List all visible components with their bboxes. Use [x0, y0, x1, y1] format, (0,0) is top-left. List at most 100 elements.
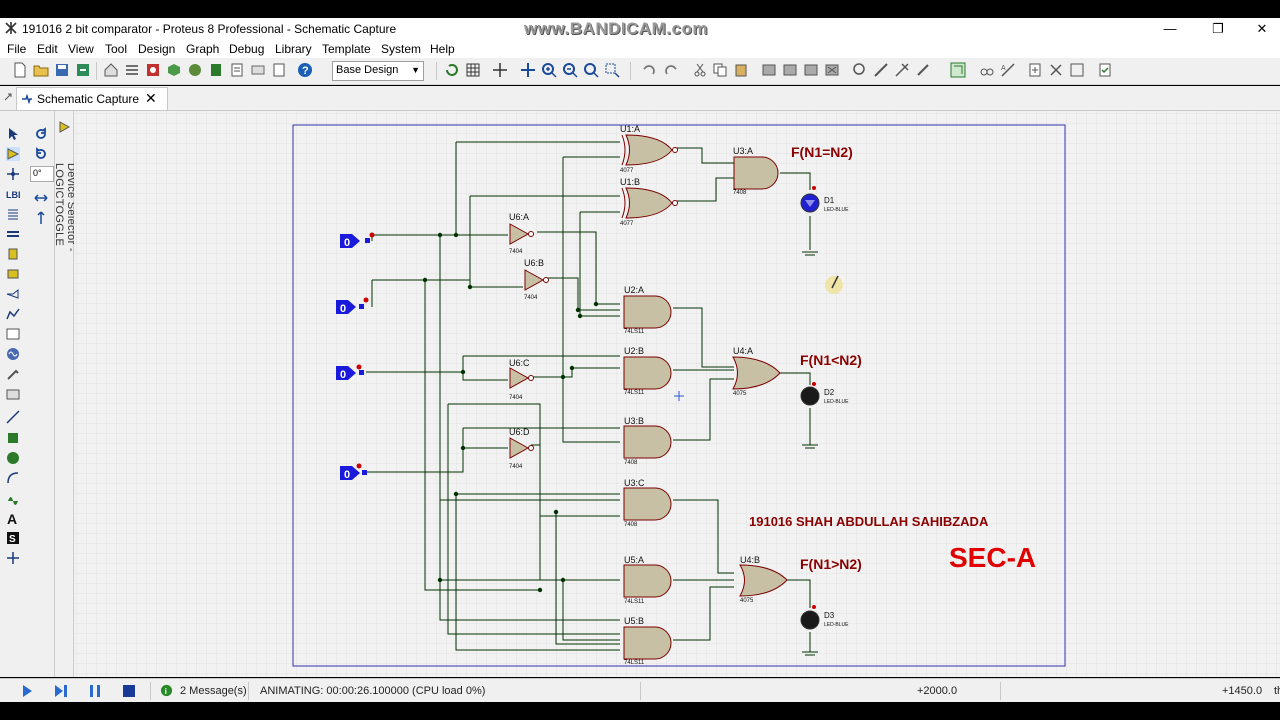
menu-library[interactable]: Library	[275, 42, 312, 56]
mirror-horizontal-icon[interactable]	[34, 191, 48, 205]
pause-icon[interactable]	[88, 684, 102, 698]
zoom-out-icon[interactable]	[562, 62, 578, 78]
text-tool-icon[interactable]: A	[6, 511, 20, 525]
menu-design[interactable]: Design	[138, 42, 176, 56]
gate-u2b-and3[interactable]: U2:B 74LS11	[623, 346, 672, 396]
3d-visualizer-icon[interactable]	[166, 62, 182, 78]
cut-icon[interactable]	[692, 62, 708, 78]
circle-tool-icon[interactable]	[6, 451, 20, 465]
rotate-clockwise-icon[interactable]	[34, 127, 48, 141]
logic-toggle-3[interactable]: 0	[336, 364, 364, 382]
menu-tool[interactable]: Tool	[105, 42, 128, 56]
buses-icon[interactable]	[6, 227, 20, 241]
box-tool-icon[interactable]	[6, 431, 20, 445]
property-assignment-icon[interactable]: A	[1000, 62, 1016, 78]
wire-autorouter-icon[interactable]	[950, 62, 966, 78]
zoom-in-icon[interactable]	[541, 62, 557, 78]
probe-mode-icon[interactable]	[6, 367, 20, 381]
gate-u4b-or[interactable]: U4:B 4075	[739, 555, 788, 604]
block-delete-icon[interactable]	[824, 62, 840, 78]
make-device-icon[interactable]	[873, 62, 889, 78]
paste-icon[interactable]	[733, 62, 749, 78]
design-rule-check-icon[interactable]	[1097, 62, 1113, 78]
gate-u6a-not[interactable]: U6:A 7404	[509, 212, 534, 255]
tab-schematic-capture[interactable]: Schematic Capture ✕	[16, 87, 168, 110]
design-explorer-icon[interactable]	[208, 62, 224, 78]
maximize-button[interactable]: ❐	[1212, 21, 1224, 36]
logic-toggle-4[interactable]: 0	[340, 463, 367, 482]
minimize-button[interactable]: —	[1163, 21, 1177, 36]
menu-file[interactable]: File	[7, 42, 27, 56]
block-copy-icon[interactable]	[761, 62, 777, 78]
junction-dot-icon[interactable]	[6, 167, 20, 181]
symbol-tool-icon[interactable]: S	[6, 531, 20, 545]
source-code-icon[interactable]	[271, 62, 287, 78]
remove-sheet-icon[interactable]	[1048, 62, 1064, 78]
new-sheet-icon[interactable]	[1027, 62, 1043, 78]
led-d2[interactable]: D2 LED-BLUE	[800, 382, 849, 449]
gate-u2a-and3[interactable]: U2:A 74LS11	[623, 285, 672, 335]
gate-u3c-and[interactable]: U3:C 7408	[623, 478, 672, 528]
terminals-icon[interactable]	[6, 267, 20, 281]
device-selector-icon[interactable]	[58, 121, 70, 133]
undo-icon[interactable]	[641, 62, 657, 78]
menu-graph[interactable]: Graph	[186, 42, 220, 56]
gate-u5b-and3[interactable]: U5:B 74LS11	[623, 616, 672, 666]
open-folder-icon[interactable]	[33, 62, 49, 78]
rotate-anticlockwise-icon[interactable]	[34, 147, 48, 161]
close-button[interactable]: ✕	[1256, 21, 1268, 36]
mirror-vertical-icon[interactable]	[34, 211, 48, 225]
schematic-drawing[interactable]: 0 0 0 0	[74, 111, 1280, 677]
menu-debug[interactable]: Debug	[229, 42, 265, 56]
new-file-icon[interactable]	[12, 62, 28, 78]
gate-u1a-xnor[interactable]: U1:A 4077	[620, 124, 678, 174]
design-select[interactable]: Base Design▼	[332, 61, 424, 81]
gate-u6b-not[interactable]: U6:B 7404	[524, 258, 549, 301]
menu-view[interactable]: View	[68, 42, 94, 56]
device-selector-panel[interactable]: Device Selector - LOGICTOGGLE	[53, 111, 77, 677]
menu-edit[interactable]: Edit	[37, 42, 58, 56]
refresh-icon[interactable]	[444, 62, 460, 78]
info-icon[interactable]: i	[160, 684, 173, 697]
pick-device-icon[interactable]	[852, 62, 868, 78]
origin-icon[interactable]	[492, 62, 508, 78]
menu-template[interactable]: Template	[322, 42, 371, 56]
save-icon[interactable]	[54, 62, 70, 78]
zoom-all-icon[interactable]	[583, 62, 599, 78]
help-icon[interactable]: ?	[297, 62, 313, 78]
bom-icon[interactable]	[229, 62, 245, 78]
zoom-area-icon[interactable]	[604, 62, 620, 78]
line-tool-icon[interactable]	[6, 410, 20, 424]
led-d3[interactable]: D3 LED-BLUE	[800, 605, 849, 656]
gate-u1b-xnor[interactable]: U1:B 4077	[620, 177, 678, 227]
pin-icon[interactable]	[3, 92, 13, 102]
step-icon[interactable]	[54, 684, 68, 698]
block-move-icon[interactable]	[782, 62, 798, 78]
gate-u6d-not[interactable]: U6:D 7404	[509, 427, 534, 470]
text-script-icon[interactable]	[6, 207, 20, 221]
tab-close-icon[interactable]: ✕	[145, 90, 157, 106]
messages-count[interactable]: 2 Message(s)	[180, 685, 247, 697]
stop-icon[interactable]	[122, 684, 136, 698]
redo-icon[interactable]	[663, 62, 679, 78]
gate-u5a-and3[interactable]: U5:A 74LS11	[623, 555, 672, 605]
arc-tool-icon[interactable]	[6, 471, 20, 485]
selection-mode-icon[interactable]	[6, 127, 20, 141]
logic-toggle-2[interactable]: 0	[336, 297, 369, 316]
generator-mode-icon[interactable]	[6, 347, 20, 361]
packaging-tool-icon[interactable]	[894, 62, 910, 78]
schematic-icon[interactable]	[124, 62, 140, 78]
gate-u3a-and[interactable]: U3:A 7408	[733, 146, 779, 196]
home-icon[interactable]	[103, 62, 119, 78]
grid-icon[interactable]	[465, 62, 481, 78]
virtual-instruments-icon[interactable]	[6, 387, 20, 401]
notes-icon[interactable]	[250, 62, 266, 78]
wire-label-icon[interactable]: LBL	[6, 187, 20, 201]
import-icon[interactable]	[75, 62, 91, 78]
menu-help[interactable]: Help	[430, 42, 455, 56]
marker-tool-icon[interactable]	[6, 551, 20, 565]
gate-u3b-and[interactable]: U3:B 7408	[623, 416, 672, 466]
schematic-canvas[interactable]: 0 0 0 0	[74, 111, 1280, 677]
copy-icon[interactable]	[712, 62, 728, 78]
component-mode-icon[interactable]	[6, 147, 20, 161]
